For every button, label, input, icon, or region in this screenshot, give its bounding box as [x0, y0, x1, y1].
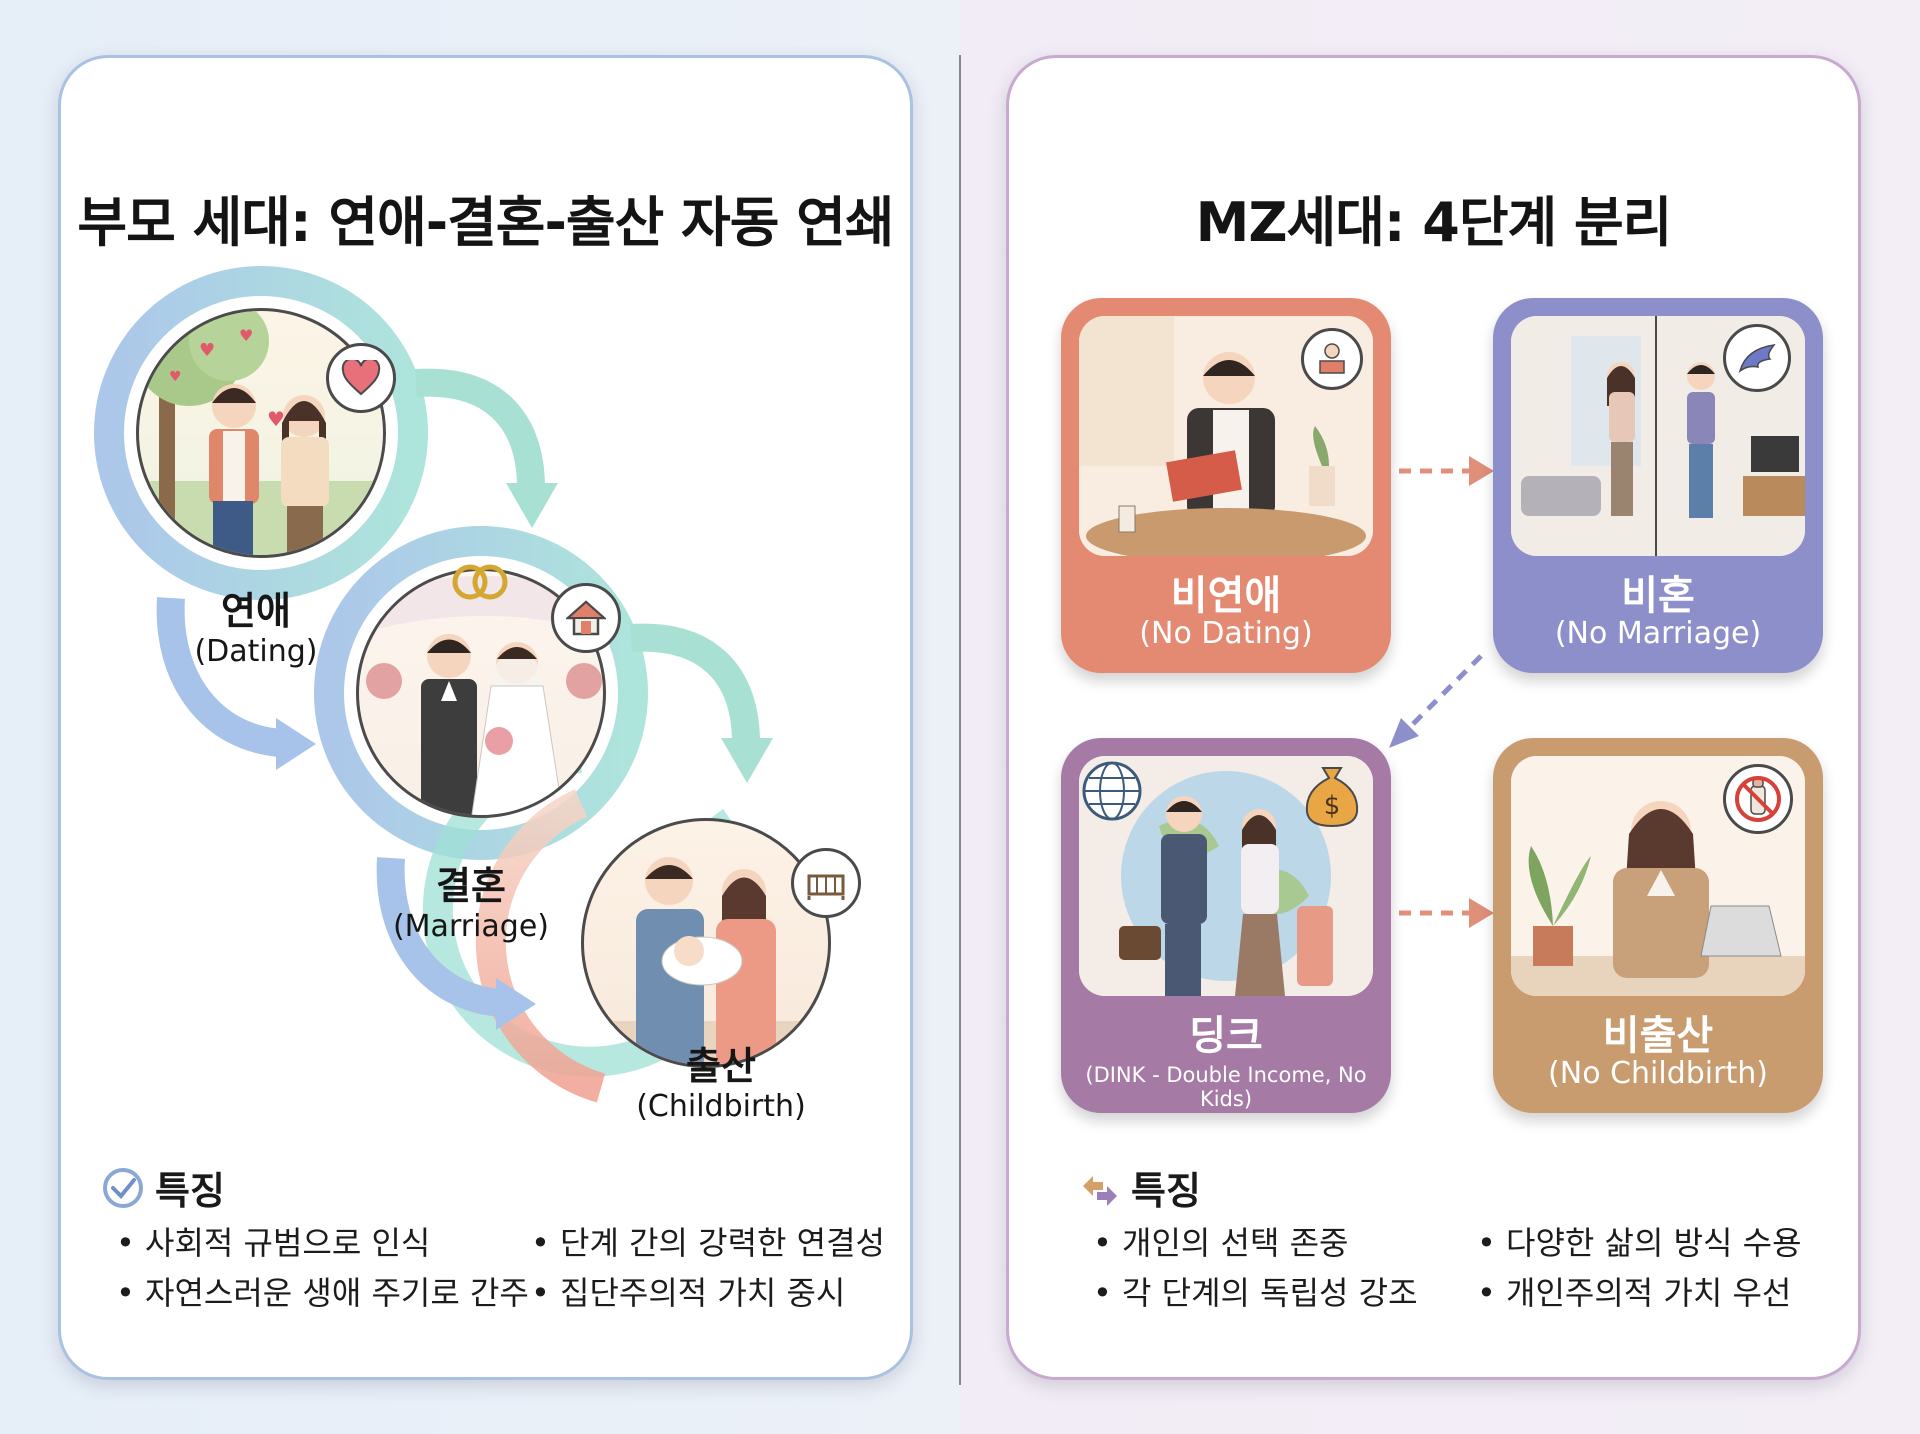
- crib-icon: [791, 848, 861, 918]
- card-no-dating: 비연애 (No Dating): [1061, 298, 1391, 673]
- reading-person-icon: [1301, 328, 1363, 390]
- card-dink-ko: 딩크: [1189, 1013, 1263, 1059]
- card-no-childbirth-en: (No Childbirth): [1548, 1056, 1768, 1091]
- svg-text:♥: ♥: [239, 326, 253, 345]
- wings-icon: [1723, 324, 1791, 392]
- card-no-childbirth: 비출산 (No Childbirth): [1493, 738, 1823, 1113]
- arrow-head-4: [496, 978, 536, 1030]
- parent-feature-1: • 사회적 규범으로 인식: [116, 1224, 431, 1262]
- stage-childbirth-en: (Childbirth): [636, 1089, 806, 1124]
- parent-generation-title: 부모 세대: 연애-결혼-출산 자동 연쇄: [77, 191, 894, 254]
- flow-arrows: [94, 266, 773, 1103]
- no-dating-illustration: [1079, 316, 1373, 556]
- dating-ring: [94, 266, 428, 600]
- arrow-head-3: [276, 718, 316, 770]
- card-no-dating-en: (No Dating): [1139, 616, 1313, 651]
- stage-marriage-en: (Marriage): [392, 909, 550, 944]
- card-no-marriage-ko: 비혼: [1621, 573, 1695, 619]
- mz-feature-4: • 개인주의적 가치 우선: [1477, 1274, 1792, 1312]
- globe-icon: [1082, 761, 1142, 821]
- mz-feature-1: • 개인의 선택 존중: [1093, 1224, 1349, 1262]
- center-divider: [959, 55, 961, 1385]
- card-no-marriage: 비혼 (No Marriage): [1493, 298, 1823, 673]
- card-dink-en: (DINK - Double Income, No Kids): [1085, 1063, 1367, 1111]
- arrow-marriage-to-childbirth: [630, 623, 760, 744]
- stage-dating-en: (Dating): [194, 634, 318, 669]
- card-dink: $ 딩크 (DINK - Double Income, No Kids): [1061, 738, 1391, 1113]
- arrow-dating-loop: [156, 597, 283, 757]
- card-no-dating-ko: 비연애: [1170, 573, 1282, 619]
- svg-text:♥: ♥: [267, 407, 285, 431]
- split-arrows-icon: [1083, 1176, 1117, 1206]
- arrow-head-1: [506, 483, 558, 528]
- childbirth-illustration: [581, 818, 831, 1068]
- marriage-ring: [314, 526, 648, 860]
- stage-childbirth: 출산 (Childbirth): [621, 1043, 821, 1125]
- mz-generation-title: MZ세대: 4단계 분리: [1195, 191, 1673, 254]
- rings-icon: [452, 564, 508, 600]
- stage-childbirth-ko: 출산: [686, 1044, 756, 1088]
- stage-dating-ko: 연애: [221, 589, 291, 633]
- house-icon: [551, 583, 621, 653]
- no-baby-bottle-icon: [1723, 764, 1793, 834]
- stage-dating: 연애 (Dating): [171, 588, 341, 670]
- parent-feature-2: • 단계 간의 강력한 연결성: [531, 1224, 885, 1262]
- mz-feature-3: • 각 단계의 독립성 강조: [1093, 1274, 1418, 1312]
- childbirth-ring-peach: [475, 789, 606, 1103]
- svg-text:♥: ♥: [169, 369, 182, 385]
- money-bag-icon: $: [1305, 767, 1359, 828]
- parent-generation-panel: 부모 세대: 연애-결혼-출산 자동 연쇄: [58, 55, 913, 1380]
- no-marriage-illustration: [1511, 316, 1805, 556]
- heart-icon: [326, 343, 396, 413]
- parent-features-title: 특징: [155, 1169, 225, 1213]
- stage-marriage-ko: 결혼: [436, 864, 506, 908]
- stage-marriage: 결혼 (Marriage): [391, 863, 551, 945]
- parent-feature-4: • 집단주의적 가치 중시: [531, 1274, 846, 1312]
- arrow-head-2: [721, 738, 773, 783]
- svg-text:♥: ♥: [199, 340, 215, 361]
- dashed-arrows: [1389, 456, 1494, 928]
- mz-feature-2: • 다양한 삶의 방식 수용: [1477, 1224, 1802, 1262]
- mz-features-title: 특징: [1131, 1169, 1201, 1213]
- check-circle-icon: [103, 1168, 143, 1208]
- card-no-marriage-en: (No Marriage): [1554, 616, 1762, 651]
- svg-text:$: $: [1324, 791, 1341, 821]
- arrow-dating-to-marriage: [415, 368, 545, 489]
- parent-feature-3: • 자연스러운 생애 주기로 간주: [116, 1274, 529, 1312]
- card-no-childbirth-ko: 비출산: [1602, 1013, 1714, 1059]
- mz-generation-panel: MZ세대: 4단계 분리: [1006, 55, 1861, 1380]
- arrow-marriage-loop: [376, 857, 503, 1017]
